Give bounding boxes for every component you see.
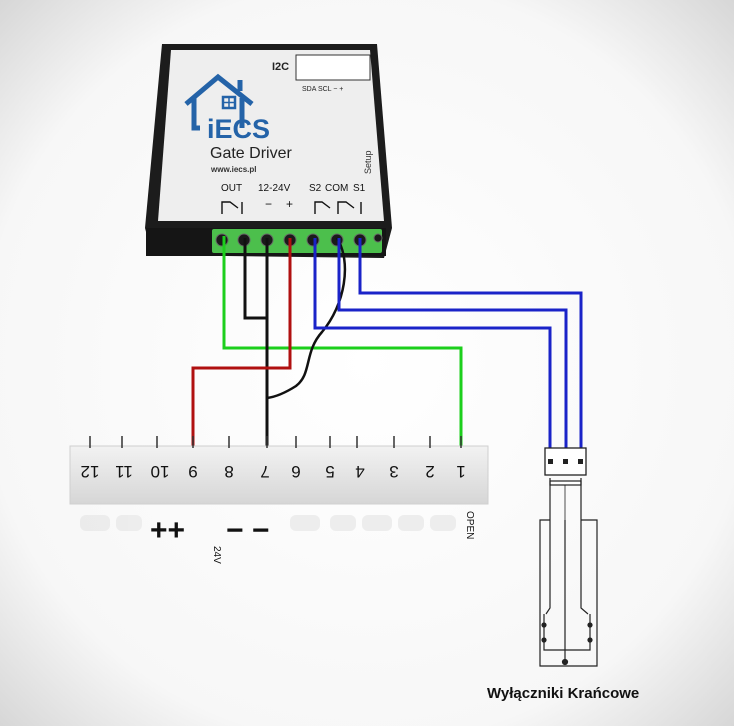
limit-switch-assembly (539, 447, 598, 667)
switch-symbol-icon (314, 201, 362, 214)
plus-signs: ++ (150, 514, 185, 547)
wire-green (222, 236, 463, 448)
connector-pins (548, 459, 583, 464)
terminal-reflection (80, 515, 456, 531)
product-name: Gate Driver (210, 145, 292, 162)
port-s2-label: S2 (309, 183, 322, 194)
terminal-number-10: 10 (151, 462, 170, 481)
i2c-connector-box (295, 54, 371, 81)
terminal-number-4: 4 (355, 462, 364, 481)
port-out-label: OUT (221, 183, 242, 194)
port-com-label: COM (325, 183, 348, 194)
limit-switch-left-icon (541, 614, 565, 651)
wire-red (191, 238, 292, 448)
wire-blue-s1 (358, 238, 583, 448)
wires (191, 236, 583, 448)
port-s1-label: S1 (353, 183, 366, 194)
port-power-plus-label: + (286, 197, 293, 211)
voltage-label: 24V (211, 546, 222, 564)
wire-blue-com (337, 238, 568, 448)
brand-logo: iECS (207, 114, 270, 144)
port-power-minus-label: − (265, 197, 272, 211)
terminal-number-1: 1 (456, 462, 465, 481)
setup-label: Setup (363, 150, 373, 174)
terminal-number-2: 2 (425, 462, 434, 481)
minus-signs: − − (226, 514, 269, 547)
wire-blue-s2 (313, 238, 552, 448)
terminal-number-9: 9 (188, 462, 197, 481)
terminal-pins (89, 436, 462, 448)
i2c-pins-label: SDA SCL − + (302, 86, 343, 93)
terminal-number-8: 8 (224, 462, 233, 481)
device-front-panel (158, 50, 384, 221)
terminal-number-3: 3 (389, 462, 398, 481)
common-junction (561, 658, 569, 666)
open-label: OPEN (464, 511, 475, 539)
limit-switch-cable (549, 480, 582, 486)
gate-driver-module: I2C SDA SCL − + iECS Gate Driver www.iec… (145, 44, 392, 258)
terminal-number-12: 12 (81, 462, 100, 481)
port-power-label: 12-24V (258, 183, 291, 194)
relay-symbol-icon (221, 201, 243, 214)
website-url: www.iecs.pl (210, 165, 257, 174)
terminal-block: 12 11 10 9 8 7 6 5 4 3 2 1 ++ − − 24V OP… (69, 436, 489, 564)
device-terminal-screws (215, 233, 383, 247)
wire-black-out (243, 238, 267, 320)
wire-black-com (266, 237, 347, 400)
limit-switches-label: Wyłączniki Krańcowe (487, 685, 639, 702)
terminal-block-body (69, 445, 489, 505)
house-logo-icon (184, 73, 254, 131)
limit-switch-housing (539, 519, 598, 667)
terminal-number-5: 5 (325, 462, 334, 481)
limit-switch-right-icon (565, 614, 593, 651)
terminal-number-6: 6 (291, 462, 300, 481)
terminal-number-7: 7 (260, 462, 269, 481)
terminal-number-11: 11 (115, 462, 133, 481)
i2c-label: I2C (272, 61, 289, 73)
